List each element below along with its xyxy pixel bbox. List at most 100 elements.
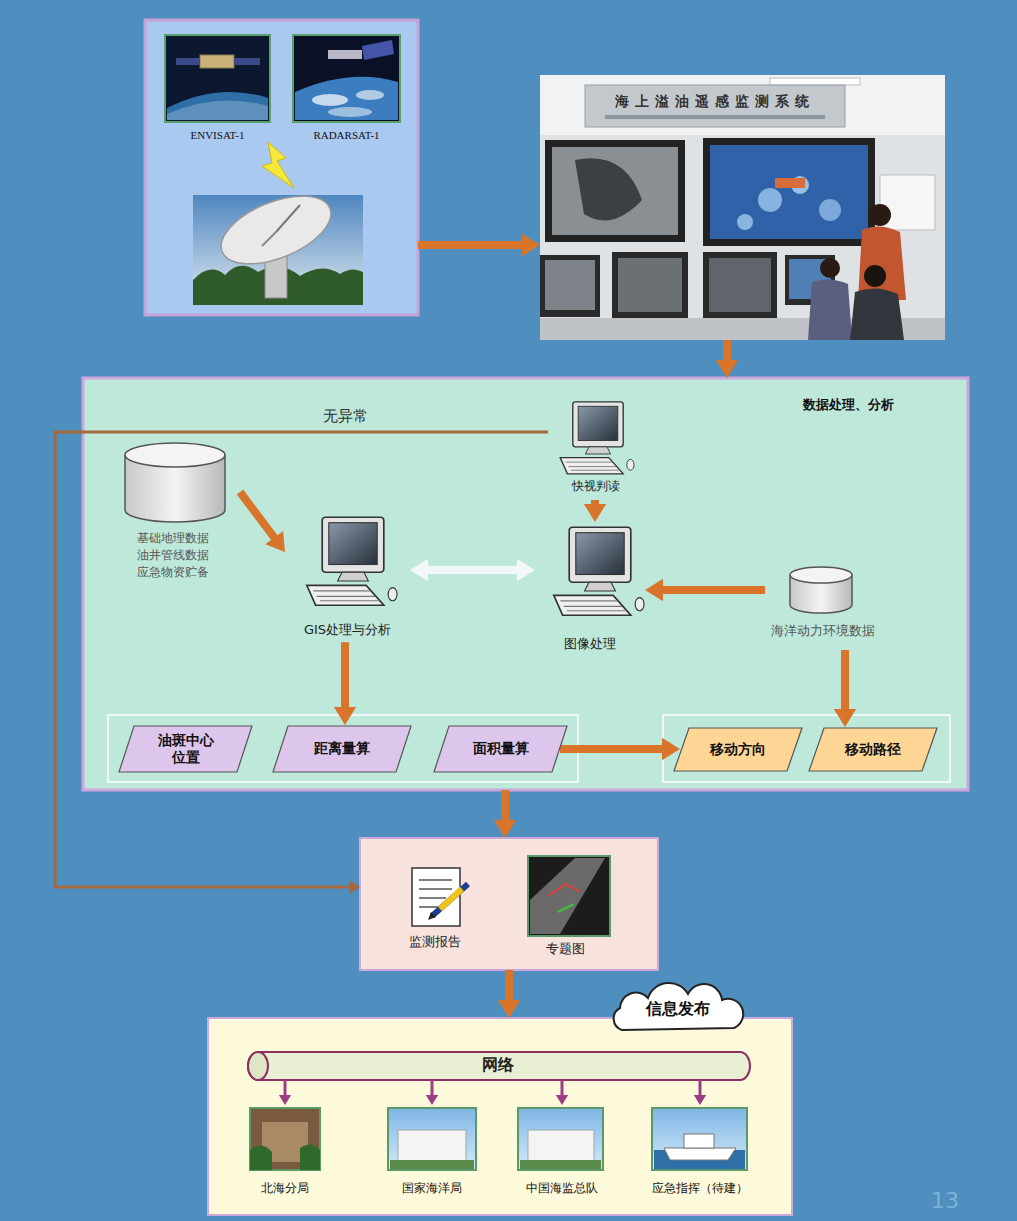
node-text: 距离量算 <box>292 740 392 758</box>
node-text: 网络 <box>245 1054 750 1076</box>
monitoring-room-art <box>703 138 875 246</box>
monitoring-room-art <box>545 140 685 242</box>
node-text: 国家海洋局 <box>378 1180 486 1197</box>
publish-panel-art <box>684 1134 714 1148</box>
node-text: 专题图 <box>510 940 620 958</box>
satellite-panel-art <box>356 90 384 100</box>
connector <box>645 579 765 601</box>
node-text: 监测报告 <box>385 933 485 951</box>
monitoring-room-art <box>808 279 852 340</box>
arrow-head <box>279 1095 291 1105</box>
satellite-panel-art <box>145 20 418 315</box>
node-text: 海上溢油遥感监测系统 <box>585 92 845 112</box>
monitoring-room-art <box>869 204 891 226</box>
report-panel-art <box>440 889 462 909</box>
result-box: 距离量算 <box>272 725 412 773</box>
edge-label: 无异常 <box>300 407 390 427</box>
monitoring-room-art <box>585 85 845 127</box>
node-text: 移动方向 <box>688 741 788 759</box>
connector <box>560 738 680 760</box>
connector <box>426 1080 438 1105</box>
arrow-head <box>645 579 663 601</box>
monitoring-room-art <box>612 252 688 318</box>
connector <box>410 559 535 581</box>
node-text: 面积量算 <box>451 740 551 758</box>
report-panel-art <box>528 856 610 936</box>
parallelogram-outline <box>809 728 937 771</box>
processing-panel-art <box>83 378 968 790</box>
connector-line <box>240 492 275 539</box>
node-text: 信息发布 <box>613 998 743 1020</box>
satellite-panel-art <box>328 107 372 117</box>
publish-panel-art <box>390 1160 474 1169</box>
satellite-panel-art <box>312 94 348 106</box>
connector <box>584 500 606 522</box>
connector <box>334 642 356 725</box>
satellite-panel: ENVISAT-1RADARSAT-1 <box>145 20 418 315</box>
publish-panel-art <box>614 983 744 1030</box>
connector-line <box>723 340 731 362</box>
report-panel-art <box>360 838 658 970</box>
processing-panel-art <box>554 527 644 615</box>
satellite-panel-art <box>212 182 341 277</box>
satellite-panel-art <box>200 55 234 68</box>
node-text: 图像处理 <box>535 635 645 653</box>
arrow-head <box>426 1095 438 1105</box>
publish-panel-art <box>520 1160 601 1169</box>
processing-panel-art <box>125 443 225 467</box>
connector <box>694 1080 706 1105</box>
connector-line <box>841 650 849 711</box>
processing-panel: 数据处理、分析快视判读基础地理数据 油井管线数据 应急物资贮备GIS处理与分析图… <box>83 378 968 790</box>
monitoring-room-art <box>540 75 945 340</box>
monitoring-room-art <box>775 178 805 188</box>
connector-line <box>55 432 548 887</box>
connector <box>498 970 520 1018</box>
processing-panel-art <box>663 715 950 782</box>
arrow-head <box>494 820 516 838</box>
monitoring-room-art <box>605 115 825 119</box>
satellite-panel-art <box>167 101 268 120</box>
arrow-head <box>349 880 360 894</box>
connector-line <box>501 790 509 822</box>
report-panel-art <box>530 858 605 934</box>
arrow-head <box>522 234 540 256</box>
monitoring-room-art <box>703 252 777 318</box>
publish-panel: 信息发布网络北海分局国家海洋局中国海监总队应急指挥（待建） <box>208 1018 792 1215</box>
connector <box>418 234 540 256</box>
node-text: 快视判读 <box>548 478 643 495</box>
recipient-photo: 北海分局 <box>240 1105 330 1200</box>
monitoring-room-art <box>709 258 771 312</box>
publish-panel-art <box>388 1108 476 1170</box>
publish-panel-art <box>250 1145 272 1170</box>
arrow-head <box>662 738 680 760</box>
monitoring-room-art <box>618 258 682 312</box>
monitoring-room-art <box>552 147 678 235</box>
publish-panel-art <box>398 1130 466 1162</box>
connector <box>240 492 285 552</box>
node-text: 移动路径 <box>823 741 923 759</box>
parallelogram-outline <box>674 728 802 771</box>
report-panel-art <box>419 879 452 881</box>
monitoring-room-art <box>710 145 868 239</box>
node-text: 北海分局 <box>240 1180 330 1197</box>
connector-line <box>560 745 664 753</box>
report-panel: 监测报告 专题图 <box>360 838 658 970</box>
node-text: 应急指挥（待建） <box>640 1180 760 1197</box>
connector-line <box>426 566 519 574</box>
node-text: 基础地理数据 油井管线数据 应急物资贮备 <box>133 530 213 580</box>
arrow-head <box>834 709 856 727</box>
report-panel-art <box>558 904 574 912</box>
publish-panel-art <box>300 1144 320 1170</box>
monitoring-room-art <box>540 75 945 135</box>
node-text: 油斑中心 位置 <box>154 732 218 767</box>
satellite-panel-art <box>167 92 268 120</box>
report-panel-art <box>428 912 436 920</box>
node-text: 数据处理、分析 <box>773 396 923 414</box>
connector <box>834 650 856 727</box>
connector-line <box>284 1080 287 1097</box>
report-panel-art <box>360 838 658 970</box>
publish-panel-art <box>208 1018 792 1215</box>
report-panel-art <box>419 897 446 899</box>
network-pipe: 网络 <box>245 1050 750 1080</box>
